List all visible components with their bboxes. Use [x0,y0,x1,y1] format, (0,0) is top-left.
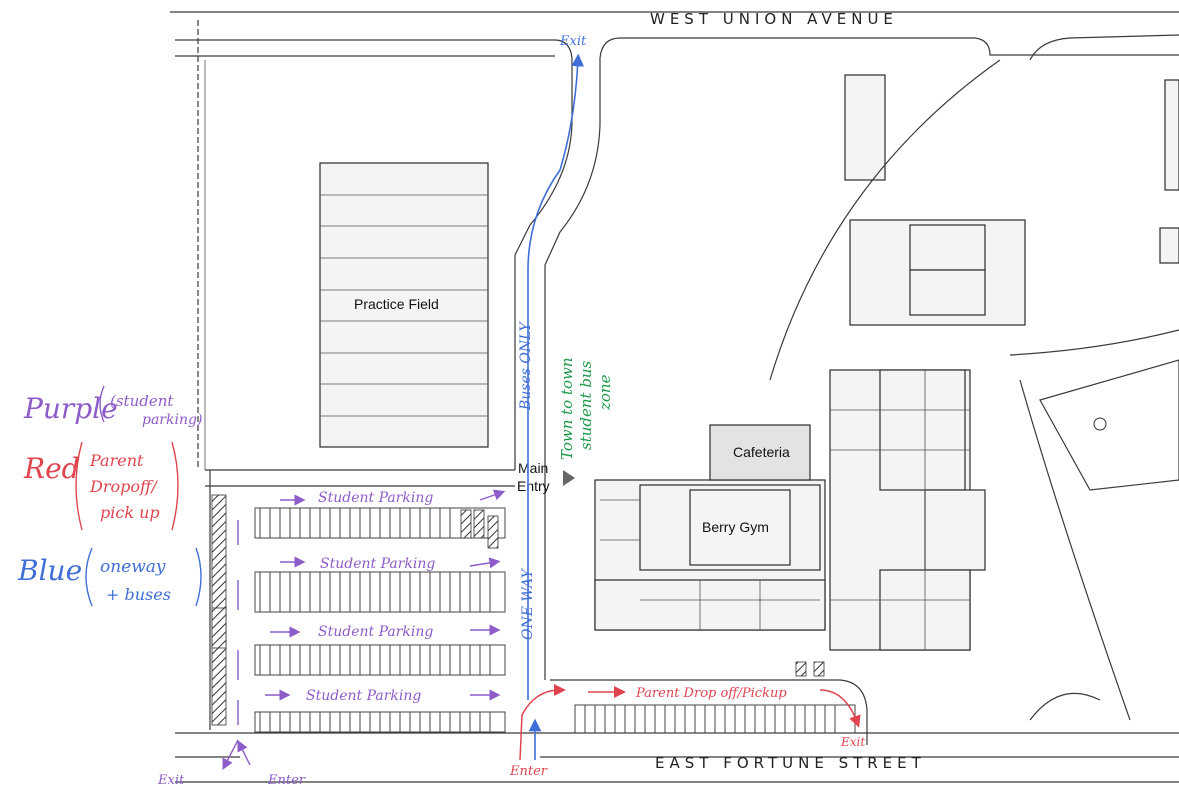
legend-blue-name: Blue [17,554,82,587]
blue-bus-route [527,53,585,760]
exit-bottom-left: Exit [157,773,185,787]
parking-lot [211,494,825,733]
west-boundary [197,20,211,730]
main-entry-label-1: Main [518,460,548,476]
student-parking-row3: Student Parking [318,624,433,640]
student-parking-row4: Student Parking [306,688,421,704]
legend-purple-desc1: (student [110,392,174,410]
gym-label: Berry Gym [702,519,769,535]
purple-parking-routes [222,489,506,770]
northeast-building [769,59,1179,381]
parent-dropoff-label: Parent Drop off/Pickup [635,686,787,701]
practice-field-label: Practice Field [354,296,439,312]
legend-blue-desc2: + buses [106,585,171,604]
legend-blue-desc1: oneway [100,557,166,577]
dropoff-lot [550,679,868,745]
legend-red-desc3: pick up [100,503,160,522]
red-dropoff-route [519,684,861,761]
south-street-label: EAST FORTUNE STREET [655,754,926,772]
legend-red-name: Red [23,452,80,485]
baseball-field [1019,359,1179,721]
exit-bottom-right: Exit [840,735,865,749]
school-building [594,369,986,651]
student-parking-row1: Student Parking [318,490,433,506]
legend-red-desc1: Parent [89,451,144,470]
student-parking-row2: Student Parking [320,556,435,572]
bus-driveway [205,58,601,680]
exit-top-label: Exit [559,34,587,49]
svg-text:Town to town: Town to town [558,357,576,460]
legend-red-desc2: Dropoff/ [89,477,158,496]
practice-field [319,162,489,448]
main-entry-label-2: Entry [517,478,550,494]
legend: Purple (student parking) Red Parent Drop… [17,385,202,607]
north-street-label: WEST UNION AVENUE [650,10,898,28]
town-zone-annotation: Town to town student bus zone [558,357,614,460]
main-entry-marker-icon [563,470,575,486]
svg-text:zone: zone [596,374,614,411]
buses-only-label: Buses ONLY [518,320,534,411]
legend-purple-desc2: parking) [142,412,202,428]
one-way-label: ONE WAY [520,567,536,640]
enter-bottom-mid: Enter [509,764,548,779]
svg-text:student bus: student bus [577,360,595,450]
enter-bottom-left: Enter [267,773,306,787]
cafeteria-label: Cafeteria [733,444,790,460]
legend-purple-name: Purple [23,392,118,425]
